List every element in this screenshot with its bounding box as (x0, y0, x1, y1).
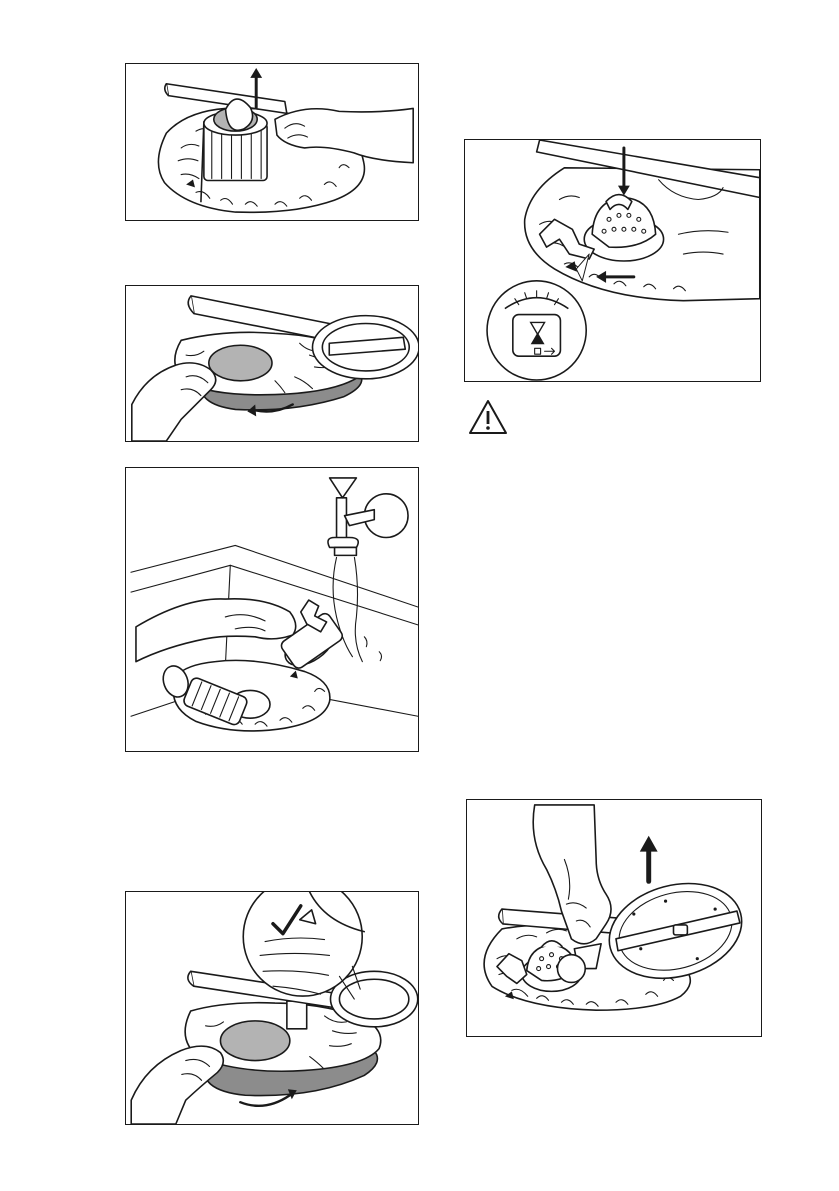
remove-filter-illustration (126, 64, 418, 220)
warning-triangle-icon (468, 399, 508, 435)
rotate-flat-filter-illustration (126, 286, 418, 441)
remove-spray-arm-illustration (467, 800, 761, 1036)
rinse-filters-illustration (126, 468, 418, 751)
fig-remove-filter (125, 63, 419, 221)
reinsert-filter-illustration (465, 140, 760, 381)
fig-rinse-filters (125, 467, 419, 752)
refit-flat-filter-illustration (126, 892, 418, 1124)
fig-rotate-flat-filter (125, 285, 419, 442)
fig-refit-flat-filter-check (125, 891, 419, 1125)
fig-reinsert-filter-lock (464, 139, 761, 382)
fig-remove-spray-arm (466, 799, 762, 1037)
